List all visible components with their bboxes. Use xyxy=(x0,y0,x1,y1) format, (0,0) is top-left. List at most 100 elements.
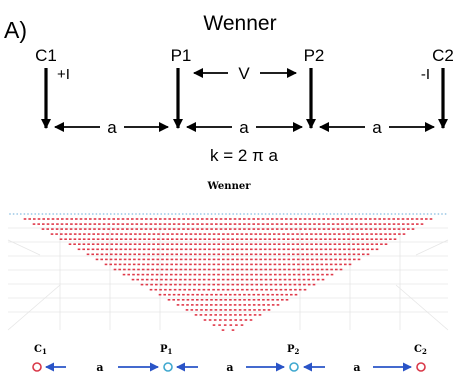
data-point xyxy=(163,223,167,225)
data-point xyxy=(331,223,335,225)
data-point xyxy=(352,243,355,245)
surface-dot xyxy=(135,213,137,215)
data-point xyxy=(73,233,77,235)
data-point xyxy=(304,228,307,230)
data-point xyxy=(357,253,360,256)
data-point xyxy=(137,258,141,261)
data-point xyxy=(327,228,330,230)
data-point xyxy=(138,248,141,251)
data-point xyxy=(236,288,239,291)
data-point xyxy=(141,273,145,276)
data-point xyxy=(322,223,326,225)
data-point xyxy=(204,314,208,316)
data-point xyxy=(365,238,369,240)
data-point xyxy=(138,253,141,256)
data-point xyxy=(332,228,335,230)
data-point xyxy=(217,263,220,266)
data-point xyxy=(273,268,277,271)
data-point xyxy=(231,238,234,240)
data-point xyxy=(198,273,201,276)
data-point xyxy=(163,293,166,296)
data-point xyxy=(268,238,271,240)
data-point xyxy=(126,218,129,220)
surface-dot xyxy=(189,213,191,215)
data-point xyxy=(98,218,101,220)
data-point xyxy=(226,233,230,235)
data-point xyxy=(411,218,414,220)
data-point xyxy=(240,258,244,261)
data-point xyxy=(378,218,381,220)
data-point xyxy=(200,299,204,301)
data-point xyxy=(274,283,278,286)
data-point xyxy=(262,299,265,301)
surface-dot xyxy=(268,213,271,215)
surface-dot xyxy=(293,213,296,215)
data-point xyxy=(133,238,137,240)
data-point xyxy=(350,228,354,230)
data-point xyxy=(425,218,428,220)
data-point xyxy=(196,223,199,225)
data-point xyxy=(165,258,169,261)
data-point xyxy=(101,248,104,251)
data-point xyxy=(378,223,382,225)
data-point xyxy=(112,228,115,230)
c2-label: C2 xyxy=(432,46,454,65)
data-point xyxy=(91,253,94,256)
data-point xyxy=(175,258,178,261)
data-point xyxy=(333,238,336,240)
data-point xyxy=(159,288,162,291)
data-point xyxy=(142,253,146,256)
data-point xyxy=(164,283,168,286)
data-point xyxy=(289,218,293,220)
data-point xyxy=(184,268,187,271)
data-point xyxy=(202,283,206,286)
data-point xyxy=(202,278,206,281)
pseudosection-grid xyxy=(7,226,449,331)
data-point xyxy=(152,243,155,245)
data-point xyxy=(114,263,117,266)
data-point xyxy=(360,228,363,230)
data-point xyxy=(324,233,327,235)
data-point xyxy=(68,243,72,245)
data-point xyxy=(170,243,174,245)
data-point xyxy=(189,238,193,240)
data-point xyxy=(102,223,106,225)
data-point xyxy=(297,263,300,266)
data-point xyxy=(324,243,327,245)
data-point xyxy=(250,278,253,281)
data-point xyxy=(74,223,78,225)
data-point xyxy=(203,273,206,276)
surface-dot xyxy=(221,213,224,215)
data-point xyxy=(236,273,239,276)
data-point xyxy=(260,288,263,291)
data-point xyxy=(229,299,232,301)
data-point xyxy=(411,223,414,225)
data-point xyxy=(311,268,314,271)
data-point xyxy=(117,218,120,220)
data-point xyxy=(240,243,244,245)
surface-dot xyxy=(358,213,361,215)
data-point xyxy=(388,228,391,230)
data-point xyxy=(212,238,216,240)
data-point xyxy=(188,283,192,286)
data-point xyxy=(194,238,197,240)
data-point xyxy=(273,238,276,240)
data-point xyxy=(247,223,251,225)
data-point xyxy=(268,248,272,251)
surface-dot xyxy=(45,213,47,215)
data-point xyxy=(134,233,137,235)
data-point xyxy=(264,268,267,271)
data-point xyxy=(116,228,120,230)
data-point xyxy=(226,258,230,261)
data-point xyxy=(189,258,192,261)
data-point xyxy=(270,288,273,291)
surface-dot xyxy=(383,213,386,215)
data-point xyxy=(356,238,360,240)
data-point xyxy=(51,223,54,225)
data-point xyxy=(234,314,237,316)
data-point xyxy=(79,218,83,220)
data-point xyxy=(366,248,369,251)
data-point xyxy=(37,223,40,225)
data-point xyxy=(392,218,395,220)
data-point xyxy=(92,233,95,235)
